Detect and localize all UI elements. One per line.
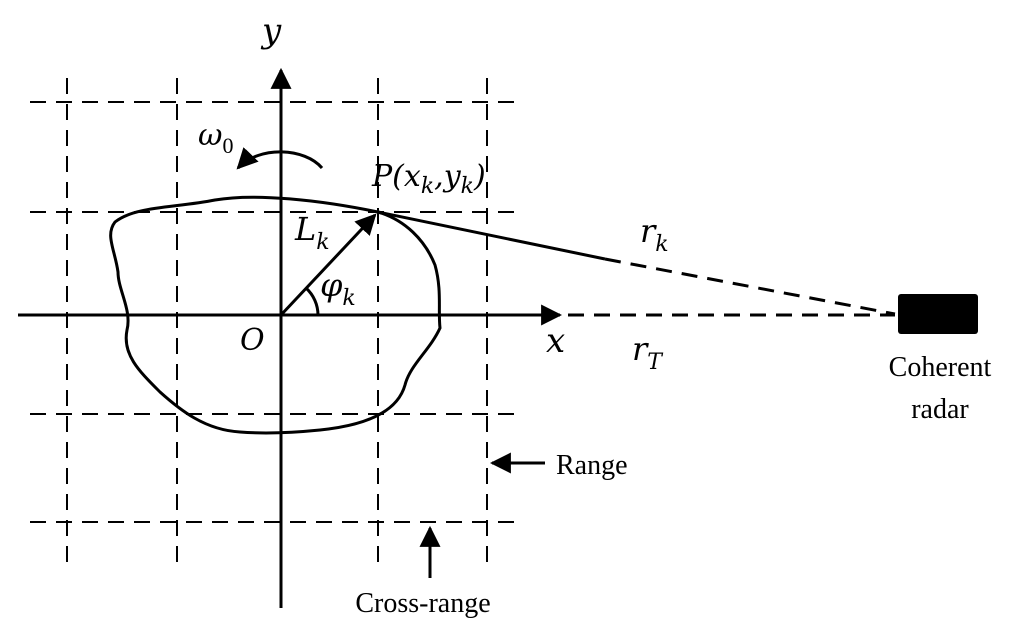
phi-angle-arc [304,286,320,316]
point-xk: x [404,159,421,194]
lk-sub: k [316,230,329,255]
point-yk: y [442,159,462,194]
rt-label: rT [632,330,664,375]
omega-label: ω0 [198,118,233,158]
rt-main: r [632,330,649,368]
target-outline [109,195,442,435]
radar-label-line2: radar [911,394,969,425]
rk-solid-line [377,210,606,261]
phi-label: φk [320,266,356,311]
rk-sub: k [655,232,668,257]
rk-main: r [640,212,657,250]
cross-range-label: Cross-range [355,588,490,619]
radar-box [898,294,978,334]
phi-main: φ [320,266,343,304]
rotation-arrow [236,147,324,170]
range-label: Range [556,450,628,481]
radar-label-line1: Coherent [889,352,992,383]
origin-label: O [240,323,265,358]
omega-symbol: ω [198,118,222,153]
rk-dashed-line [604,257,896,316]
point-comma: , [434,159,444,194]
phi-sub: k [342,286,355,311]
y-axis-label: y [260,11,282,51]
point-close: ) [473,159,486,194]
omega-subscript: 0 [222,133,233,158]
rk-label: rk [640,212,669,257]
lk-main: L [294,210,316,248]
lk-vector [279,213,377,317]
point-p-open: P( [371,159,405,194]
lk-label: Lk [294,210,330,255]
rt-sub: T [647,350,664,375]
point-xk-sub: k [421,174,434,199]
grid [30,78,515,565]
x-axis-label: x [546,321,565,361]
point-yk-sub: k [461,174,474,199]
point-p-label: P(xk,yk) [371,159,486,199]
